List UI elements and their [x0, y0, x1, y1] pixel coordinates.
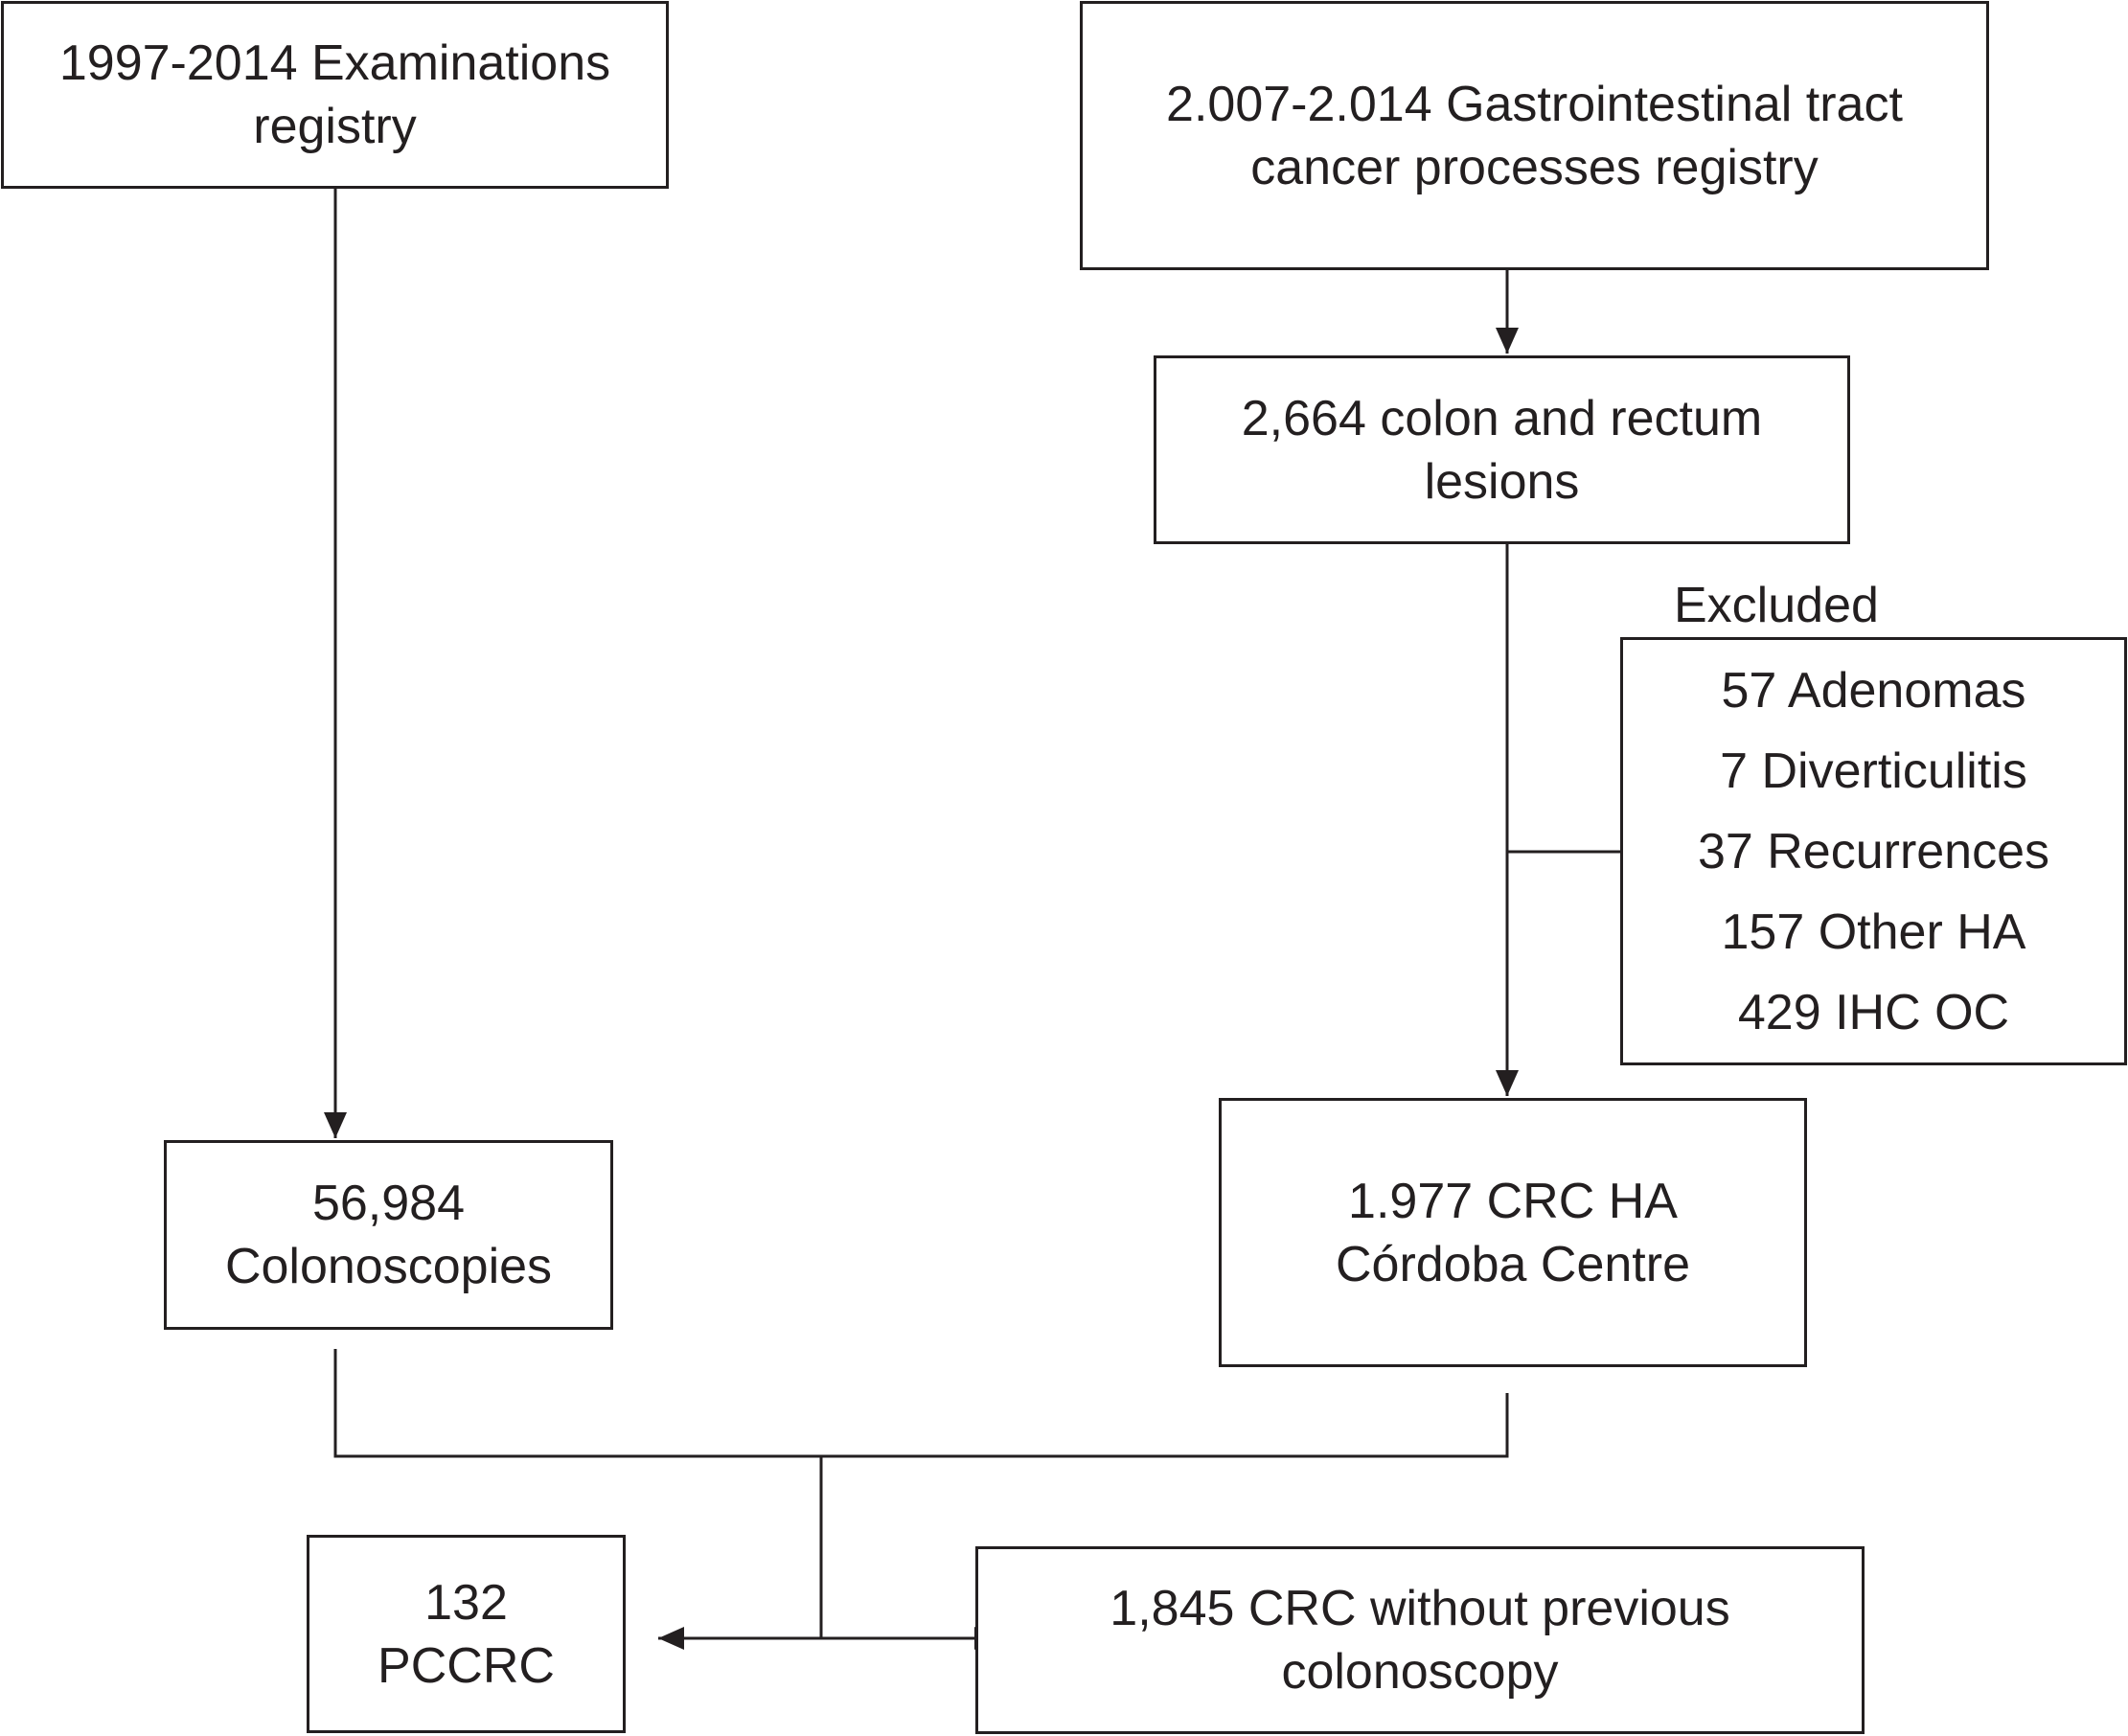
colonoscopies-line-2: Colonoscopies — [224, 1239, 553, 1294]
crc-ha-cordoba-line-1: 1.977 CRC HA — [1348, 1173, 1678, 1229]
excluded-item: 7 Diverticulitis — [1720, 742, 2027, 799]
pccrc-line-1: 132 — [424, 1574, 508, 1631]
crc-without-colonoscopy-box: 1,845 CRC without previous colonoscopy — [975, 1546, 1865, 1734]
examinations-registry-box: 1997-2014 Examinations registry — [1, 1, 669, 189]
colon-rectum-lesions-line-2: lesions — [1424, 453, 1580, 510]
colon-rectum-lesions-line-1: 2,664 colon and rectum — [1241, 390, 1763, 446]
excluded-box: 57 Adenomas 7 Diverticulitis 37 Recurren… — [1620, 637, 2127, 1065]
crc-ha-cordoba-box: 1.977 CRC HA Córdoba Centre — [1219, 1098, 1807, 1367]
excluded-item: 157 Other HA — [1721, 903, 2026, 960]
crc-without-colonoscopy-line-1: 1,845 CRC without previous — [1110, 1581, 1730, 1636]
crc-without-colonoscopy-line-2: colonoscopy — [1281, 1644, 1559, 1700]
merge-connector — [333, 1349, 1509, 1458]
gi-cancer-registry-line-1: 2.007-2.014 Gastrointestinal tract — [1166, 76, 1903, 132]
pccrc-box: 132 PCCRC — [307, 1535, 626, 1733]
examinations-registry-line-2: registry — [253, 99, 417, 154]
gi-cancer-registry-box: 2.007-2.014 Gastrointestinal tract cance… — [1080, 1, 1989, 270]
excluded-label: Excluded — [1674, 578, 1879, 633]
colon-rectum-lesions-box: 2,664 colon and rectum lesions — [1154, 355, 1850, 544]
colonoscopies-box: 56,984 Colonoscopies — [164, 1140, 613, 1330]
excluded-item: 57 Adenomas — [1721, 662, 2026, 719]
excluded-item: 429 IHC OC — [1737, 984, 2010, 1040]
pccrc-line-2: PCCRC — [378, 1637, 555, 1694]
crc-ha-cordoba-line-2: Córdoba Centre — [1336, 1236, 1690, 1292]
gi-cancer-registry-line-2: cancer processes registry — [1250, 139, 1819, 195]
examinations-registry-line-1: 1997-2014 Examinations — [58, 35, 611, 91]
colonoscopies-line-1: 56,984 — [311, 1176, 466, 1231]
excluded-item: 37 Recurrences — [1697, 823, 2050, 879]
